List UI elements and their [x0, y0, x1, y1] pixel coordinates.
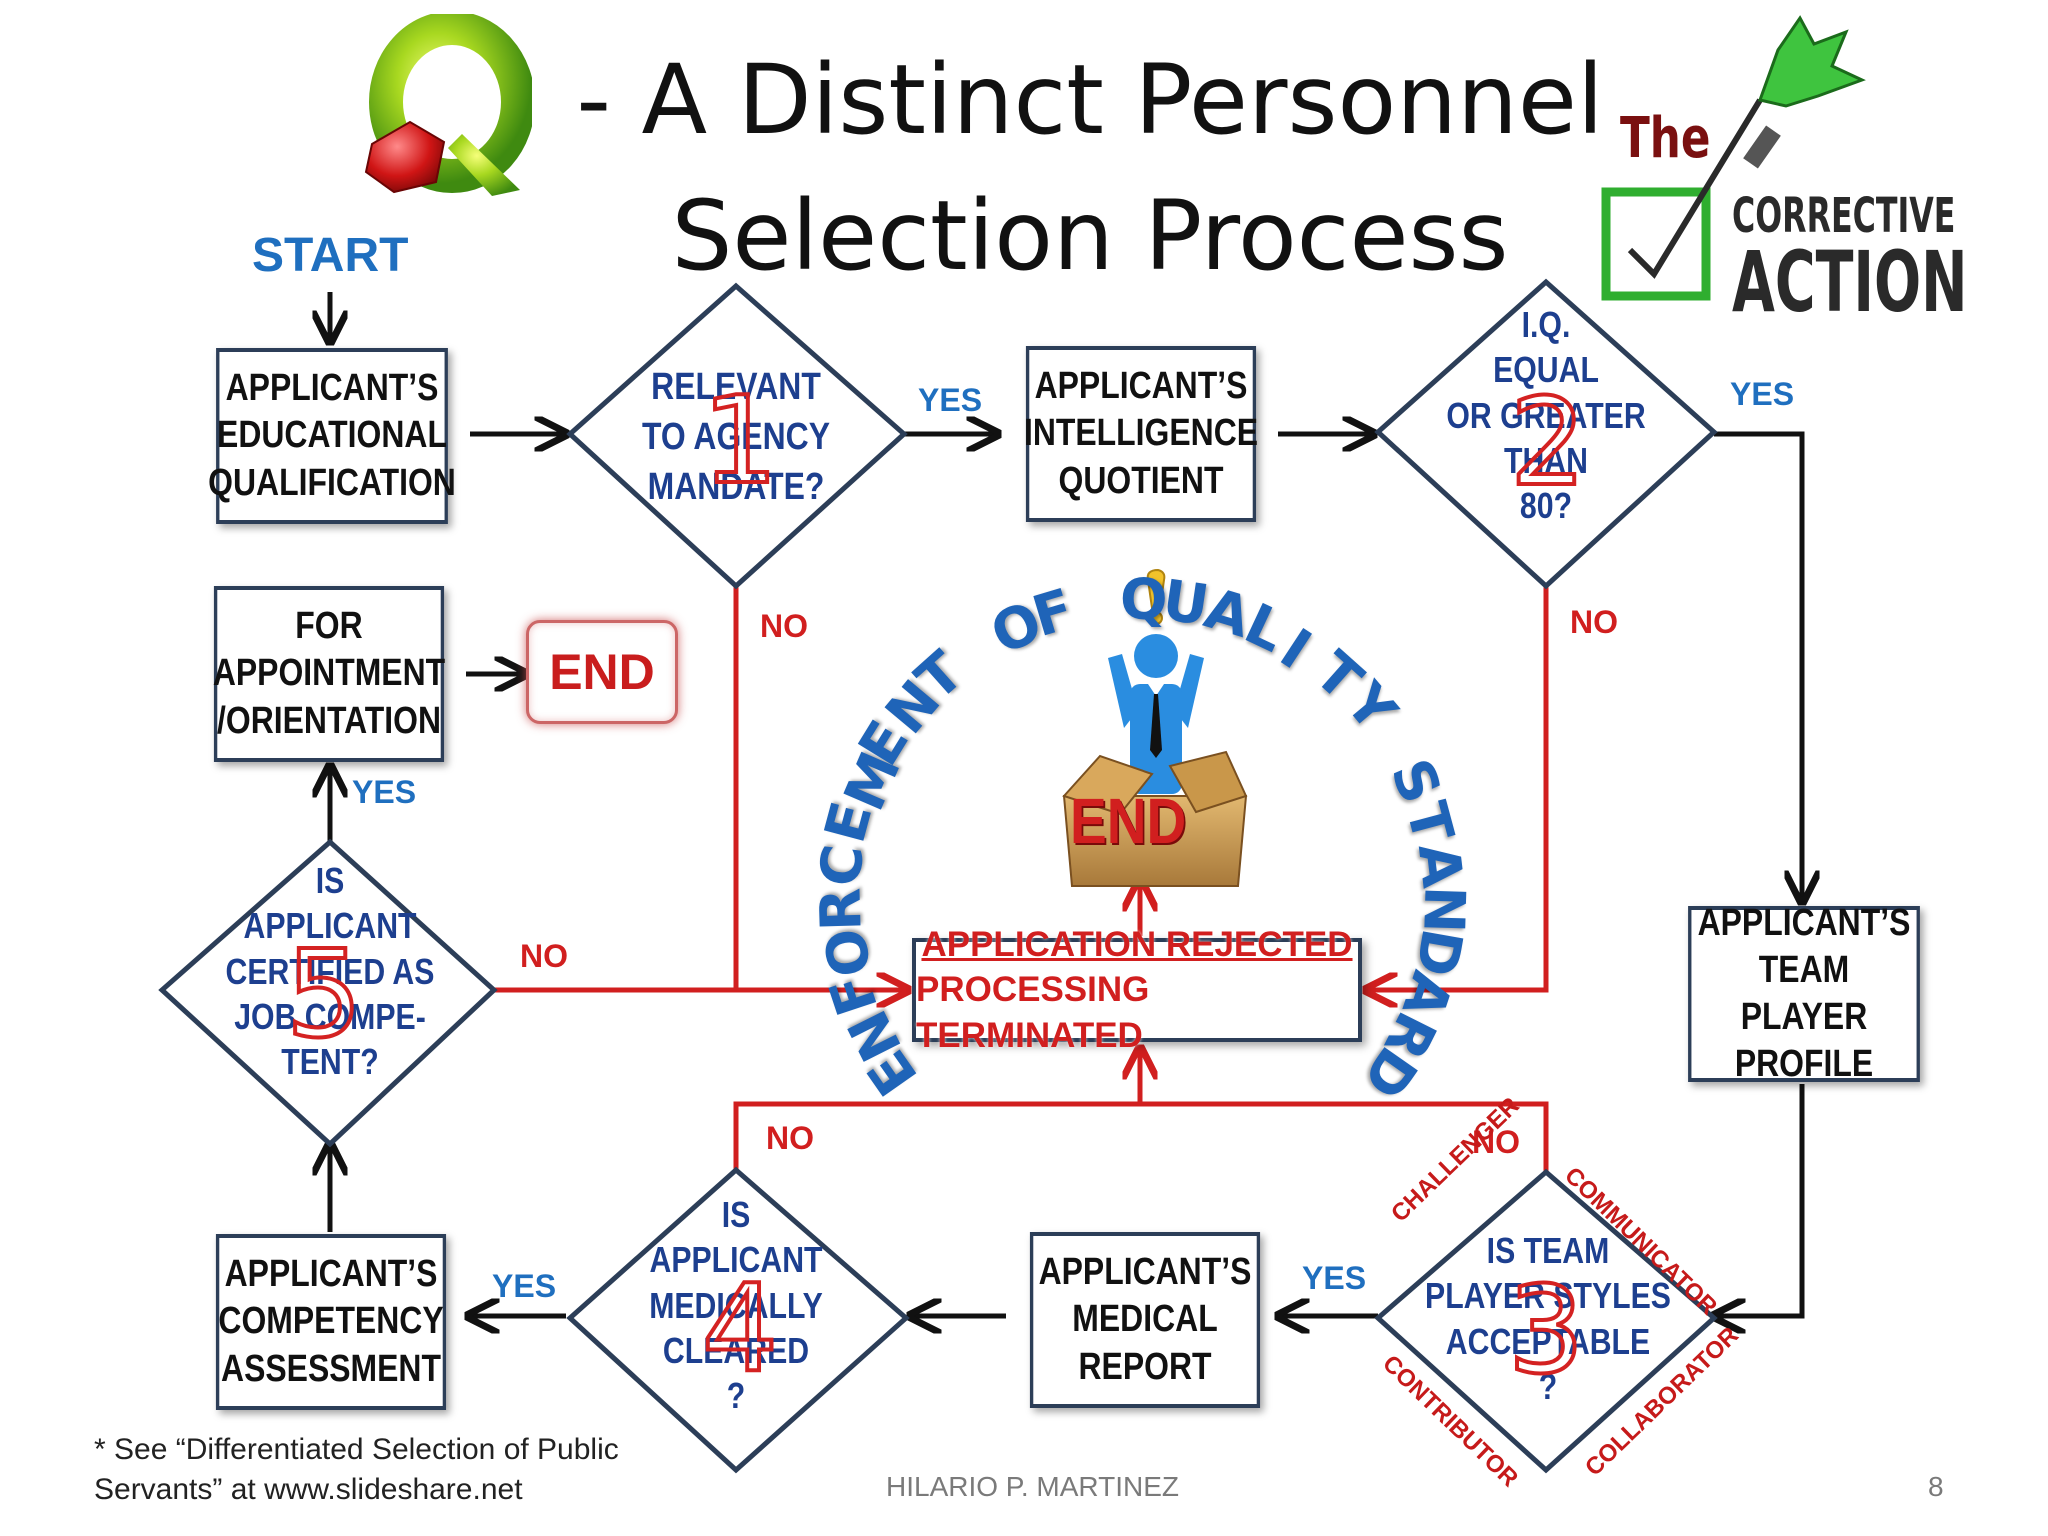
footnote: * See “Differentiated Selection of Publi…: [94, 1433, 619, 1506]
logo-action: ACTION: [1732, 233, 1968, 331]
rejected-line-2: PROCESSING TERMINATED: [916, 970, 1150, 1055]
box-team-player-profile: APPLICANT’S TEAM PLAYER PROFILE: [1688, 902, 1920, 1085]
decision-4-shape: [566, 1166, 910, 1474]
box-medical-report: APPLICANT’S MEDICAL REPORT: [1029, 1232, 1261, 1408]
label-yes-3: YES: [1302, 1260, 1367, 1296]
end-box: END: [526, 620, 678, 724]
decision-4-number: 4: [702, 1260, 778, 1399]
title-line-2: Selection Process: [671, 180, 1509, 292]
label-yes-4: YES: [492, 1268, 557, 1304]
label-no-2: NO: [1570, 604, 1618, 640]
decision-4-text: IS APPLICANT MEDICALLY CLEARED ?: [649, 1194, 823, 1417]
label-no-4: NO: [766, 1120, 814, 1156]
decision-2-text: I.Q. EQUAL OR GREATER THAN 80?: [1446, 304, 1646, 527]
logo-corrective: CORRECTIVE: [1732, 188, 1956, 244]
box-appointment-text: FOR APPOINTMENT /ORIENTATION: [212, 605, 446, 742]
decision-5-shape: [158, 838, 498, 1148]
page-number: 8: [1928, 1471, 1944, 1502]
decision-5-number: 5: [286, 926, 362, 1065]
application-rejected-box: APPLICATION REJECTED PROCESSING TERMINAT…: [912, 925, 1362, 1055]
decision-5-text: IS APPLICANT CERTIFIED AS JOB COMPE- TEN…: [225, 860, 435, 1083]
rejected-line-1: APPLICATION REJECTED: [921, 924, 1353, 964]
author-name: HILARIO P. MARTINEZ: [886, 1471, 1180, 1502]
box-competency-assessment: APPLICANT’S COMPETENCY ASSESSMENT: [215, 1234, 447, 1410]
label-no-1: NO: [760, 608, 808, 644]
decision-1-text: RELEVANT TO AGENCY MANDATE?: [641, 366, 831, 509]
box-medical-text: APPLICANT’S MEDICAL REPORT: [1038, 1251, 1252, 1388]
q-logo-icon: [364, 14, 532, 196]
label-yes-1: YES: [918, 382, 983, 418]
decision-3-number: 3: [1508, 1262, 1584, 1401]
box-intelligence-quotient: APPLICANT’S INTELLIGENCE QUOTIENT: [1023, 346, 1259, 522]
box-team-profile-text: APPLICANT’S TEAM PLAYER PROFILE: [1697, 901, 1911, 1086]
label-no-5: NO: [520, 938, 568, 974]
box-intelligence-text: APPLICANT’S INTELLIGENCE QUOTIENT: [1023, 365, 1259, 502]
box-educational-text: APPLICANT’S EDUCATIONAL QUALIFICATION: [208, 367, 456, 504]
decision-2-shape: [1374, 278, 1718, 590]
decision-2-number: 2: [1510, 374, 1586, 513]
start-label: START: [252, 229, 409, 282]
logo-the: The: [1620, 106, 1711, 171]
box-appointment-orientation: FOR APPOINTMENT /ORIENTATION: [212, 586, 446, 762]
logo-corrective-action: CORRECTIVE ACTION: [1732, 192, 1968, 324]
man-in-box-illustration: [1062, 568, 1248, 887]
corrective-action-logo-icon: [1601, 15, 1866, 301]
label-no-3: NO: [1472, 1124, 1520, 1160]
title-line-1: - A Distinct Personnel: [576, 44, 1604, 156]
box-educational-qualification: APPLICANT’S EDUCATIONAL QUALIFICATION: [208, 348, 456, 524]
decision-1-shape: [566, 282, 908, 590]
center-end-label: END: [1070, 785, 1187, 857]
decision-1-number: 1: [702, 372, 778, 511]
label-yes-5: YES: [352, 774, 417, 810]
decision-3-shape: [1374, 1168, 1718, 1474]
decision-3-text: IS TEAM PLAYER STYLES ACCEPTABLE ?: [1425, 1230, 1671, 1408]
box-competency-text: APPLICANT’S COMPETENCY ASSESSMENT: [218, 1253, 444, 1390]
label-yes-2: YES: [1730, 376, 1795, 412]
